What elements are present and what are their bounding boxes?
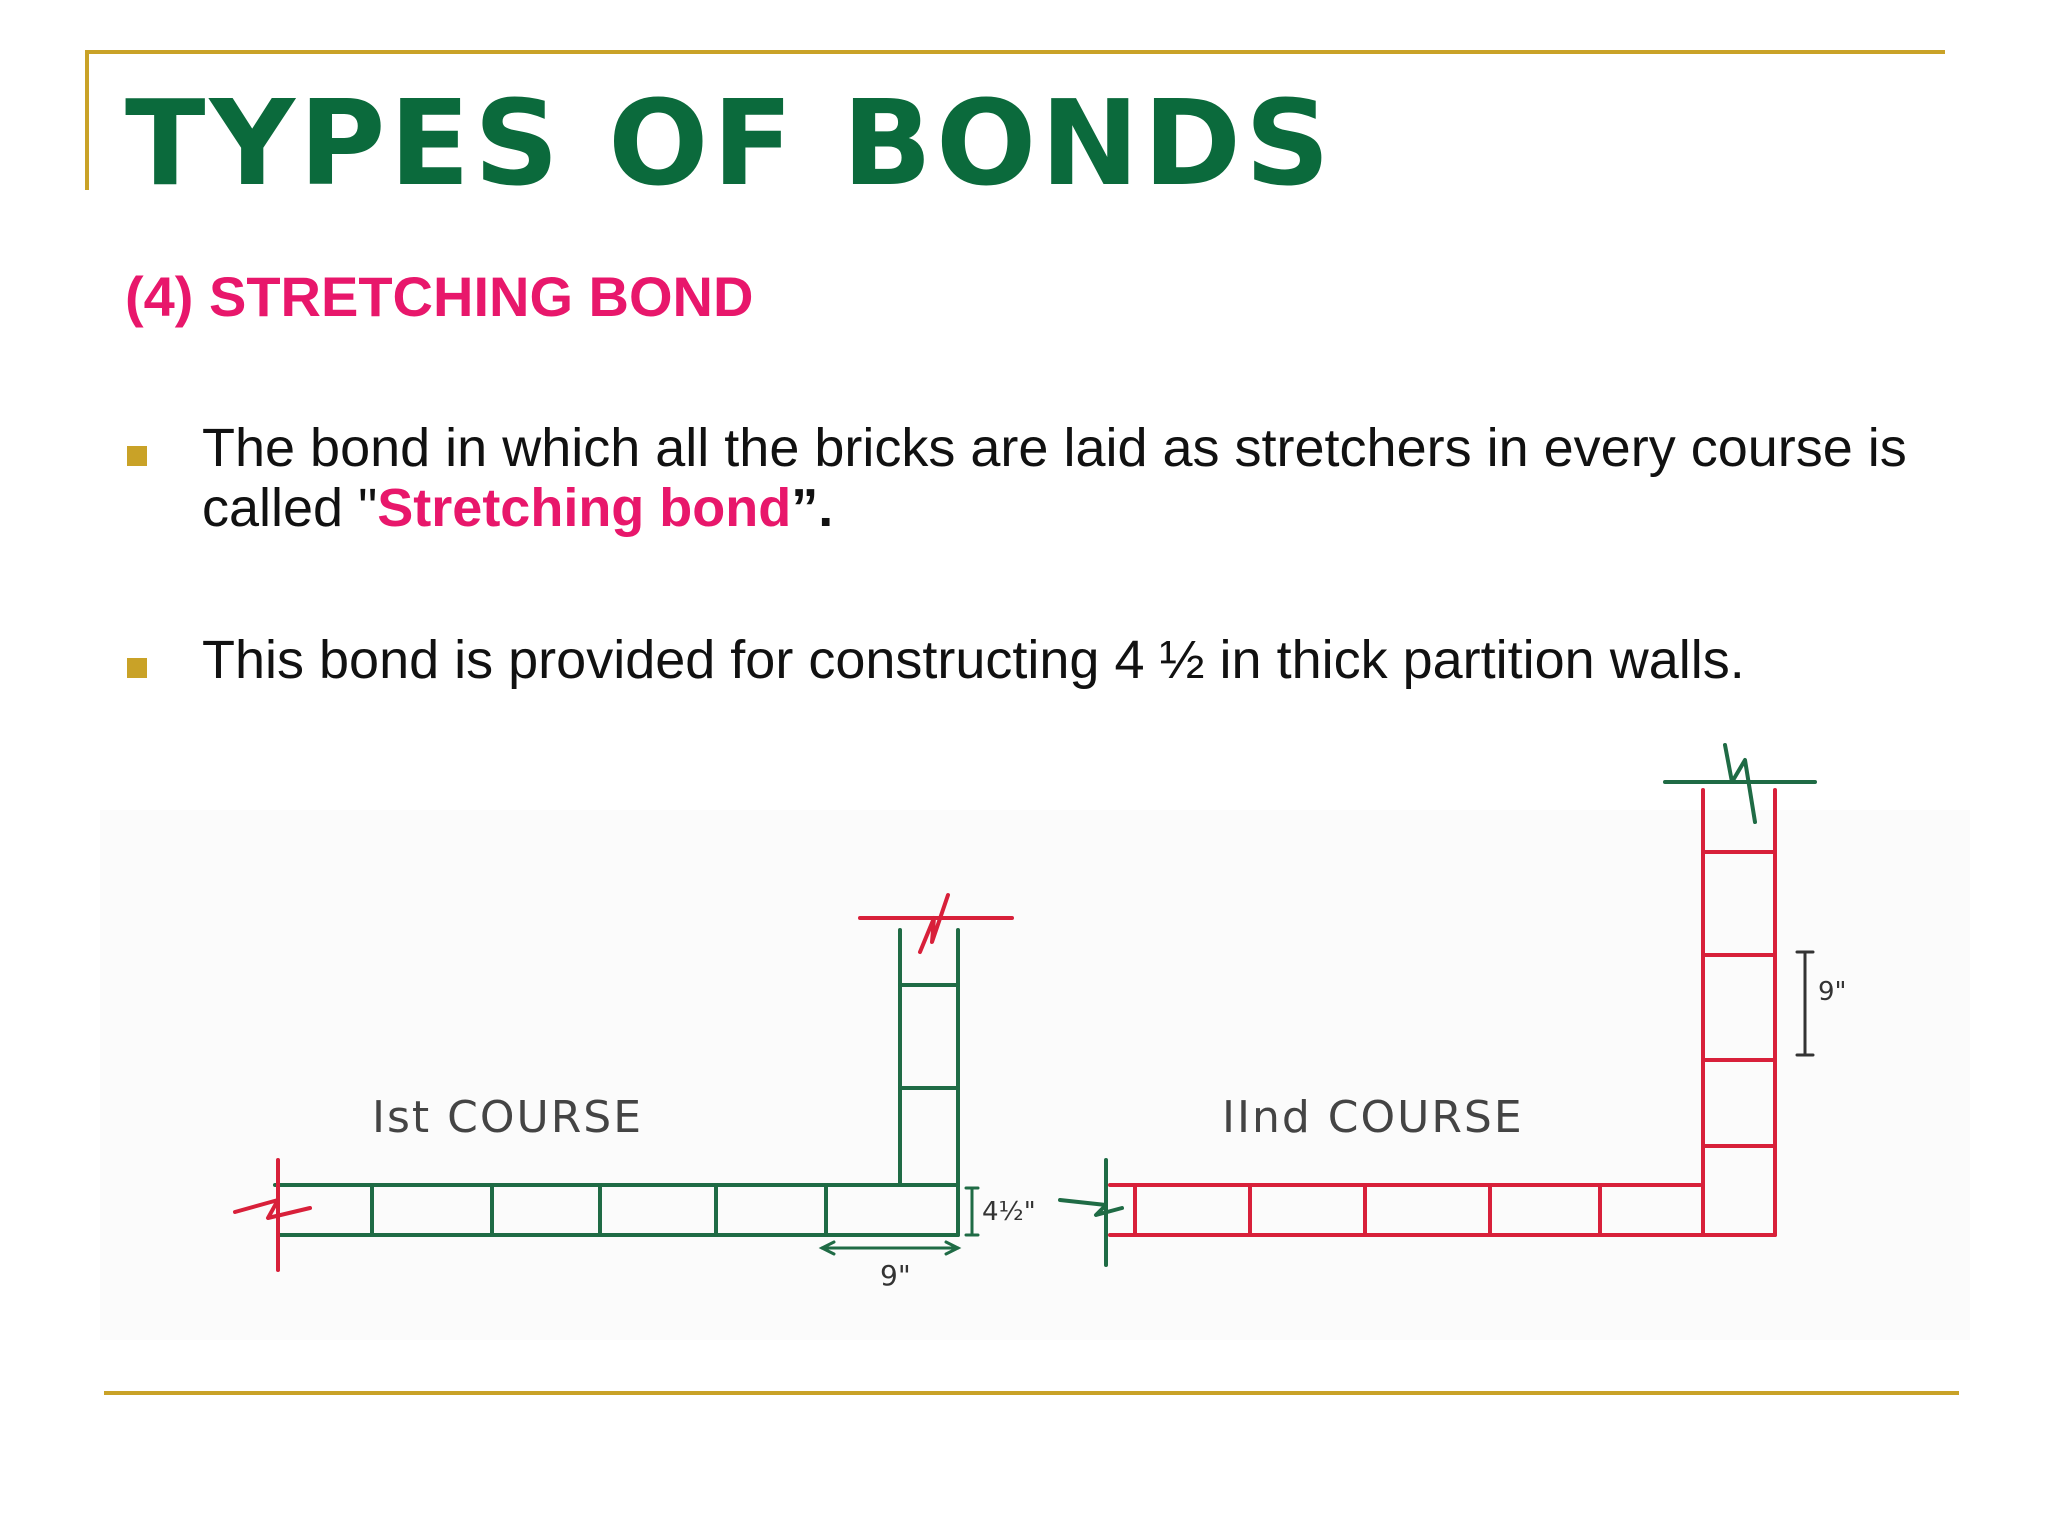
- course-break-zigzag: [233, 1198, 312, 1220]
- slide-title: TYPES OF BONDS: [125, 74, 1335, 212]
- bullet-highlight: Stretching bond: [377, 478, 792, 538]
- wall-break-zigzag: [918, 893, 950, 954]
- first-course-label: Ist COURSE: [372, 1092, 643, 1143]
- dim-label-9in: 9": [880, 1259, 911, 1292]
- dim-label-9in-vertical: 9": [1818, 977, 1847, 1007]
- course-break-zigzag: [1058, 1198, 1124, 1217]
- frame-top-rule: [85, 50, 1945, 54]
- square-bullet-icon: [127, 446, 147, 466]
- dim-arrow: [944, 1240, 962, 1256]
- diagram-background: [100, 810, 1970, 1340]
- first-course-break-marks: [233, 893, 1014, 1272]
- bullet-text-before: The bond in which all the bricks are lai…: [202, 418, 1907, 538]
- bullet-text: This bond is provided for constructing 4…: [202, 630, 1745, 690]
- first-course-dimensions: [818, 1186, 980, 1256]
- wall-break-zigzag: [1723, 743, 1757, 824]
- second-course-drawing: [1108, 788, 1777, 1237]
- second-course-break-marks: [1058, 743, 1817, 1267]
- second-course-label: IInd COURSE: [1222, 1092, 1524, 1143]
- dim-arrow: [818, 1240, 836, 1256]
- dim-label-4-5in: 4½": [982, 1197, 1036, 1227]
- diagram-svg: 9" 4½" Ist COURSE: [100, 743, 1970, 1340]
- bullet-text-after: ”.: [791, 478, 834, 538]
- second-course-dimensions: [1795, 950, 1815, 1057]
- bullet-item-definition: The bond in which all the bricks are lai…: [125, 418, 1985, 538]
- first-course-drawing: [273, 928, 960, 1237]
- stretching-bond-diagram: 9" 4½" Ist COURSE: [100, 730, 1970, 1370]
- frame-bottom-rule: [104, 1391, 1959, 1395]
- slide-subtitle: (4) STRETCHING BOND: [125, 265, 754, 328]
- bullet-item-usage: This bond is provided for constructing 4…: [125, 630, 1985, 690]
- square-bullet-icon: [127, 658, 147, 678]
- bullet-list: The bond in which all the bricks are lai…: [125, 418, 1985, 690]
- frame-left-rule: [85, 50, 89, 190]
